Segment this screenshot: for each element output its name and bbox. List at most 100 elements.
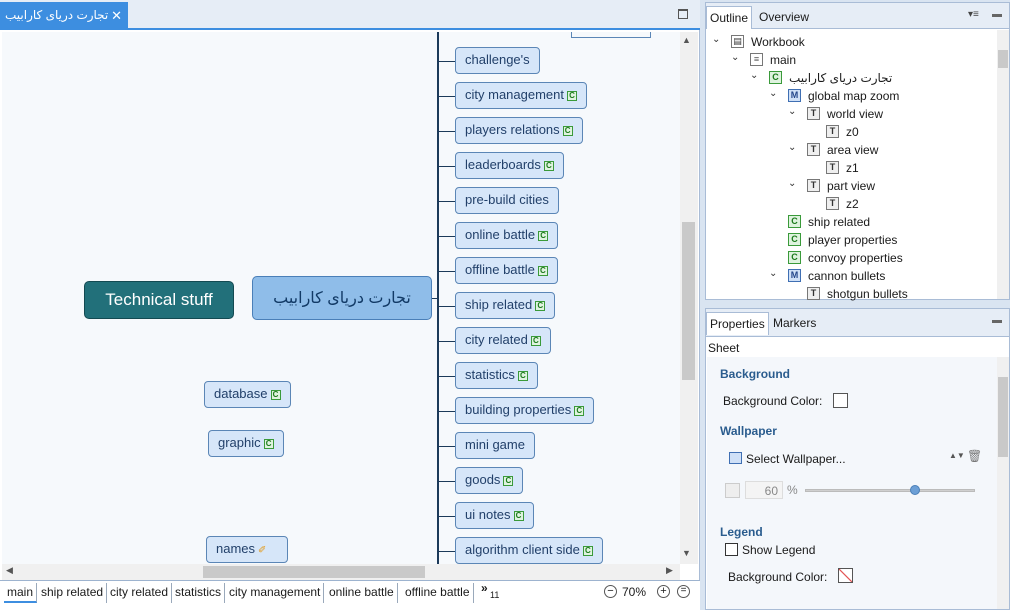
- properties-scroll-thumb[interactable]: [998, 377, 1008, 457]
- trash-icon[interactable]: 🗑: [967, 449, 983, 463]
- chevron-down-icon[interactable]: ⌄: [788, 178, 797, 189]
- outline-scrollbar[interactable]: [997, 30, 1009, 299]
- sheet-tab-city-management[interactable]: city management: [226, 583, 325, 603]
- tree-item[interactable]: ⌄≡main: [706, 51, 996, 69]
- sheet-tab-offline-battle[interactable]: offline battle: [402, 583, 474, 603]
- wallpaper-heading: Wallpaper: [720, 424, 777, 438]
- background-color-swatch[interactable]: [833, 393, 848, 408]
- legend-background-color-swatch[interactable]: [838, 568, 853, 583]
- central-topic[interactable]: تجارت دریای کارابیب: [252, 276, 432, 320]
- editor-tab-title: تجارت دریای کارابیب: [5, 8, 109, 22]
- tree-item-label: cannon bullets: [808, 269, 886, 283]
- scroll-right-icon[interactable]: ▶: [666, 565, 673, 575]
- topic-type-icon: M: [788, 269, 801, 282]
- minimize-icon[interactable]: [992, 320, 1002, 323]
- tree-item-label: global map zoom: [808, 89, 900, 103]
- show-legend-label[interactable]: Show Legend: [742, 543, 816, 557]
- sheet-tab-ship-related[interactable]: ship related: [38, 583, 108, 603]
- select-wallpaper-button[interactable]: Select Wallpaper...: [746, 452, 846, 466]
- topic-type-icon: T: [807, 287, 820, 300]
- horizontal-scroll-thumb[interactable]: [203, 566, 425, 578]
- topic-label: ui notes: [465, 507, 511, 522]
- opacity-slider-thumb[interactable]: [910, 485, 920, 495]
- zoom-fit-icon[interactable]: =: [677, 585, 690, 598]
- c-marker-icon: C: [543, 160, 554, 171]
- show-legend-checkbox[interactable]: [725, 543, 738, 556]
- map-canvas[interactable]: Technical stuff تجارت دریای کارابیب chal…: [2, 32, 680, 564]
- minimize-icon[interactable]: [992, 14, 1002, 17]
- view-menu-icon[interactable]: ▾≡: [968, 9, 979, 20]
- chevron-down-icon[interactable]: ⌄: [769, 88, 778, 99]
- topic-label: online battle: [465, 227, 536, 242]
- outline-scroll-thumb[interactable]: [998, 50, 1008, 68]
- editor-tab[interactable]: تجارت دریای کارابیب ✕: [0, 2, 128, 30]
- tree-item-label: world view: [827, 107, 884, 121]
- sheet-tab-online-battle[interactable]: online battle: [326, 583, 398, 603]
- tree-item-label: main: [770, 53, 797, 67]
- close-icon[interactable]: ✕: [111, 8, 122, 23]
- sheet-tab-main[interactable]: main: [4, 583, 38, 603]
- connector-branch: [439, 131, 455, 132]
- maximize-icon[interactable]: [678, 9, 688, 19]
- tab-markers[interactable]: Markers: [773, 316, 817, 330]
- tab-outline[interactable]: Outline: [706, 6, 753, 29]
- more-tabs-icon[interactable]: »: [481, 581, 488, 595]
- vertical-scroll-thumb[interactable]: [682, 222, 695, 380]
- floating-topic-technical-stuff[interactable]: Technical stuff: [84, 281, 234, 319]
- opacity-value[interactable]: 60: [745, 481, 783, 499]
- tree-item[interactable]: ⌄▤Workbook: [706, 33, 996, 51]
- chevron-down-icon[interactable]: ⌄: [750, 70, 759, 81]
- chevron-down-icon[interactable]: ⌄: [788, 106, 797, 117]
- opacity-slider-track[interactable]: [805, 489, 975, 492]
- zoom-in-icon[interactable]: +: [657, 585, 670, 598]
- chevron-down-icon[interactable]: ⌄: [788, 142, 797, 153]
- properties-title: Sheet: [708, 341, 740, 355]
- topic-pre-build-cities[interactable]: pre-build cities: [455, 187, 559, 214]
- topic-mini-game[interactable]: mini game: [455, 432, 535, 459]
- scroll-down-icon[interactable]: ▼: [682, 548, 691, 558]
- scroll-left-icon[interactable]: ◀: [6, 565, 13, 575]
- c-marker-icon: C: [567, 90, 577, 101]
- spinner-icon[interactable]: ▲▼: [949, 451, 965, 460]
- topic-names[interactable]: names✐: [206, 536, 288, 563]
- tab-properties[interactable]: Properties: [706, 312, 769, 335]
- opacity-checkbox[interactable]: [725, 483, 740, 498]
- zoom-out-icon[interactable]: −: [604, 585, 617, 598]
- topic-challenges[interactable]: challenge's: [455, 47, 540, 74]
- sheet-tab-city-related[interactable]: city related: [107, 583, 173, 603]
- tab-overview[interactable]: Overview: [759, 10, 810, 24]
- scroll-up-icon[interactable]: ▲: [682, 35, 691, 45]
- sheet-tab-statistics[interactable]: statistics: [172, 583, 226, 603]
- chevron-down-icon[interactable]: ⌄: [769, 268, 778, 279]
- properties-tab-bar: Properties Markers: [706, 309, 1009, 337]
- chevron-down-icon[interactable]: ⌄: [731, 52, 740, 63]
- chevron-down-icon[interactable]: ⌄: [712, 34, 721, 45]
